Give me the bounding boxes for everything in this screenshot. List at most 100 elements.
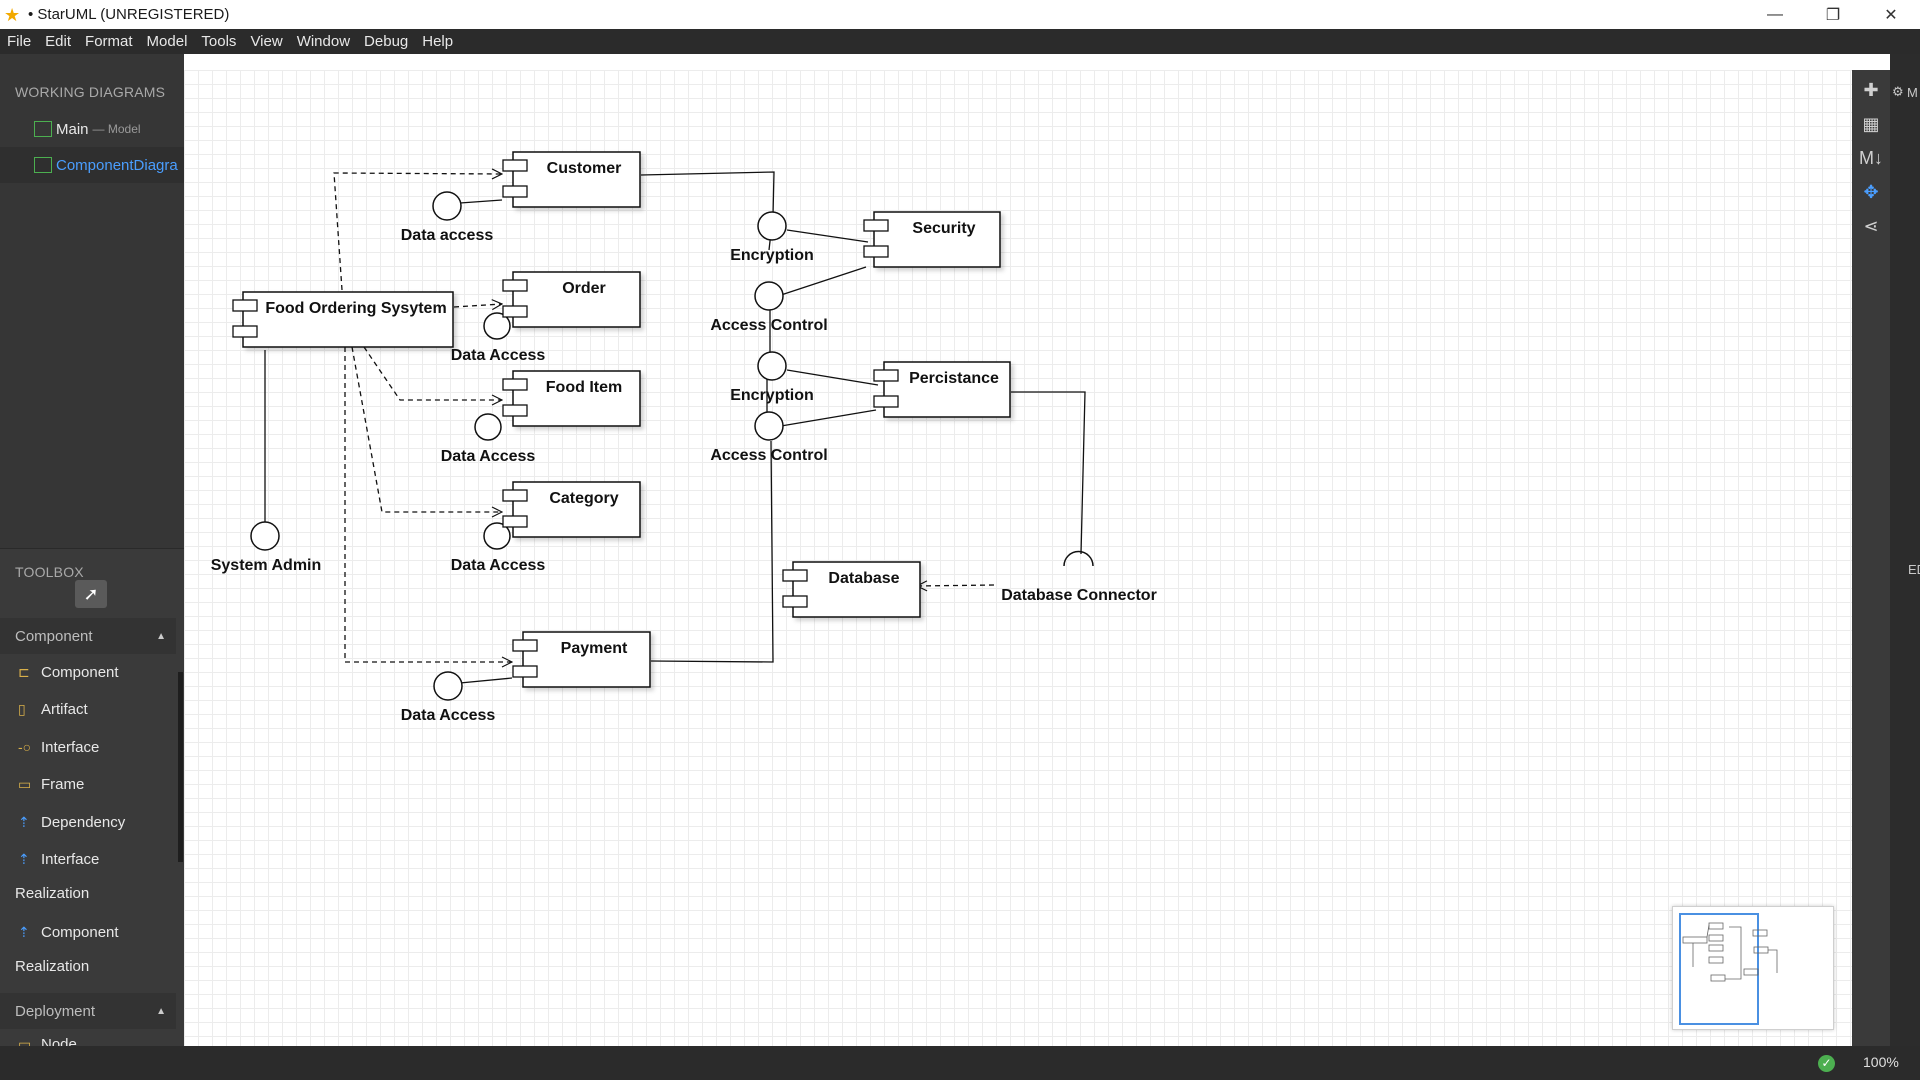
- interface-data-access-order[interactable]: [483, 312, 511, 340]
- menu-view[interactable]: View: [250, 33, 283, 50]
- toolbox-item-interface-realization[interactable]: ⇡ Interface Realization: [0, 849, 176, 915]
- dependency-icon: ⇡: [18, 814, 30, 830]
- navigator-icon[interactable]: ✥: [1863, 181, 1879, 202]
- interface-data-access-category[interactable]: [483, 522, 511, 550]
- menu-tools[interactable]: Tools: [201, 33, 237, 50]
- right-panel: ⚙ M ED: [1890, 54, 1920, 1046]
- working-diagram-main[interactable]: Main — Model: [0, 111, 184, 147]
- socket-database-connector[interactable]: [1063, 550, 1094, 567]
- menu-help[interactable]: Help: [422, 33, 454, 50]
- toolbox-item-label: Component: [41, 664, 119, 681]
- toolbox-item-artifact[interactable]: ▯ Artifact: [0, 699, 176, 729]
- interface-label: Data Access: [441, 448, 536, 465]
- minimap-preview: [1682, 922, 1778, 982]
- component-realization-icon: ⇡: [18, 924, 30, 940]
- toolbox-item-label: Component: [41, 924, 119, 941]
- component-persistance[interactable]: [873, 361, 1011, 418]
- component-customer[interactable]: [502, 151, 641, 208]
- settings-gear-icon[interactable]: ⚙: [1892, 84, 1904, 99]
- share-icon[interactable]: ⋖: [1863, 215, 1879, 236]
- toolbox-scrollbar[interactable]: [178, 672, 183, 862]
- menu-debug[interactable]: Debug: [364, 33, 409, 50]
- interface-label: Access Control: [710, 447, 827, 464]
- working-diagrams-panel: WORKING DIAGRAMS Main — Model ComponentD…: [0, 54, 184, 549]
- window-title: • StarUML (UNREGISTERED): [28, 6, 230, 23]
- component-security[interactable]: [863, 211, 1001, 268]
- working-diagram-sub: — Model: [92, 122, 141, 136]
- extensions-icon[interactable]: ✚: [1863, 79, 1879, 100]
- toolbox-item-frame[interactable]: ▭ Frame: [0, 774, 176, 804]
- select-pointer-button[interactable]: ➚: [75, 580, 107, 608]
- markdown-icon[interactable]: M↓: [1859, 147, 1883, 168]
- toolbox-group-deployment[interactable]: Deployment ▲: [0, 993, 176, 1029]
- interface-access-control-1[interactable]: [754, 281, 784, 311]
- collapse-arrow-icon: ▲: [156, 630, 166, 642]
- menu-file[interactable]: File: [7, 33, 32, 50]
- interface-data-access-food[interactable]: [474, 413, 502, 441]
- component-database[interactable]: [782, 561, 921, 618]
- toolbox-item-node[interactable]: ▭ Node: [0, 1034, 176, 1046]
- toolbox-item-label: Frame: [41, 776, 85, 793]
- component-security-name: Security: [912, 220, 975, 237]
- interface-data-access-customer[interactable]: [432, 191, 462, 221]
- staruml-logo-icon: ★: [4, 4, 21, 25]
- class-diagram-icon: [34, 121, 52, 137]
- interface-label: Data Access: [451, 557, 546, 574]
- interface-access-control-2[interactable]: [754, 411, 784, 441]
- toolbox-item-component-realization[interactable]: ⇡ Component Realization: [0, 922, 176, 988]
- interface-label: Database Connector: [1001, 587, 1157, 604]
- diagram-minimap[interactable]: [1672, 906, 1834, 1030]
- toolbox-item-label-line2: Realization: [15, 958, 90, 975]
- menu-format[interactable]: Format: [85, 33, 133, 50]
- status-ok-icon: ✓: [1818, 1055, 1835, 1072]
- title-bar: ★ • StarUML (UNREGISTERED) — ❐ ✕: [0, 0, 1920, 29]
- component-order[interactable]: [502, 271, 641, 328]
- toolbox-item-label-line2: Realization: [15, 885, 90, 902]
- restore-button[interactable]: ❐: [1825, 6, 1841, 24]
- artifact-icon: ▯: [18, 701, 26, 717]
- menu-window[interactable]: Window: [296, 33, 351, 50]
- component-diagram-icon: [34, 157, 52, 173]
- menu-bar: File Edit Format Model Tools View Window…: [0, 29, 1920, 54]
- component-category-name: Category: [549, 490, 618, 507]
- component-database-name: Database: [828, 570, 899, 587]
- node-icon: ▭: [18, 1036, 32, 1046]
- interface-encryption-2[interactable]: [757, 351, 787, 381]
- close-button[interactable]: ✕: [1884, 6, 1898, 24]
- toolbox-item-label: Interface: [41, 851, 100, 868]
- component-payment[interactable]: [512, 631, 651, 688]
- toolbox-item-component[interactable]: ⊏ Component: [0, 662, 176, 692]
- diagram-canvas[interactable]: Customer Order Food Item Category Paymen…: [184, 70, 1852, 1046]
- component-payment-name: Payment: [561, 640, 628, 657]
- right-toolbar: ✚ ▦ M↓ ✥ ⋖: [1852, 70, 1890, 1046]
- toolbox-item-label: Artifact: [41, 701, 88, 718]
- toolbox-title: TOOLBOX: [15, 564, 84, 580]
- interface-label: Encryption: [730, 247, 814, 264]
- working-diagram-component[interactable]: ComponentDiagra: [0, 147, 184, 183]
- status-bar: ✓ 100%: [0, 1046, 1920, 1080]
- layout-icon[interactable]: ▦: [1862, 113, 1880, 134]
- toolbox-group-component[interactable]: Component ▲: [0, 618, 176, 654]
- toolbox-item-interface[interactable]: -○ Interface: [0, 737, 176, 767]
- toolbox-item-label: Dependency: [41, 814, 126, 831]
- component-order-name: Order: [562, 280, 606, 297]
- right-panel-mid-label: ED: [1908, 562, 1920, 577]
- component-category[interactable]: [502, 481, 641, 538]
- menu-edit[interactable]: Edit: [45, 33, 72, 50]
- minimize-button[interactable]: —: [1767, 5, 1783, 23]
- interface-system-admin[interactable]: [250, 521, 280, 551]
- component-food-ordering-system[interactable]: [232, 291, 454, 348]
- interface-encryption-1[interactable]: [757, 211, 787, 241]
- canvas-top-strip: [184, 54, 1852, 70]
- component-persistance-name: Percistance: [909, 370, 999, 387]
- zoom-level[interactable]: 100%: [1863, 1054, 1899, 1070]
- toolbox-item-dependency[interactable]: ⇡ Dependency: [0, 812, 176, 842]
- menu-model[interactable]: Model: [146, 33, 188, 50]
- component-food-item[interactable]: [502, 370, 641, 427]
- interface-label: Access Control: [710, 317, 827, 334]
- interface-data-access-payment[interactable]: [433, 671, 463, 701]
- working-diagrams-title: WORKING DIAGRAMS: [15, 84, 166, 100]
- interface-label: Encryption: [730, 387, 814, 404]
- component-icon: ⊏: [18, 664, 30, 680]
- interface-circles: [250, 191, 787, 701]
